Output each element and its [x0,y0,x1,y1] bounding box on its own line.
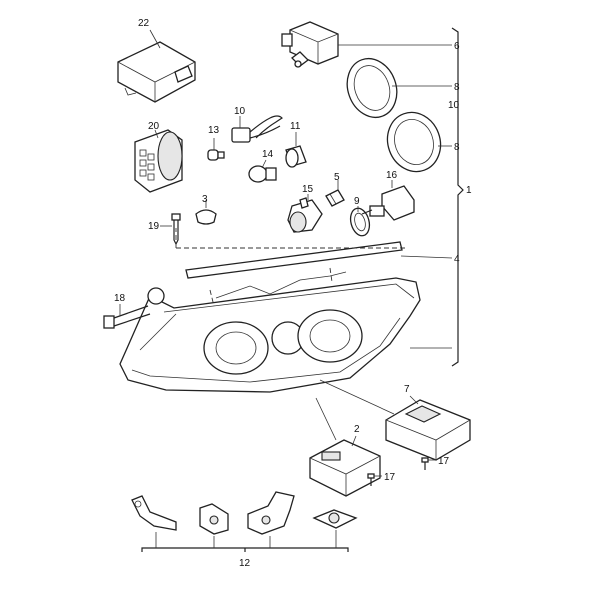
part-14-indicator-bulb [248,159,277,183]
callout-13: 13 [208,125,220,136]
callout-9: 9 [354,196,360,207]
part-12-bracket-d [312,509,358,529]
part-3-cap [195,200,217,225]
callout-3: 3 [202,194,208,205]
callout-15: 15 [302,184,314,195]
part-1-headlight-housing [119,267,452,393]
part-4-seal-strip [175,228,453,279]
part-2-control-unit [309,397,381,497]
part-7-ballast [319,379,471,461]
screw-17-control-unit [367,473,382,486]
part-12-bracket-b [199,503,229,535]
part-20-connector-housing [134,129,183,193]
callout-7: 7 [404,384,410,395]
callout-4: 4 [454,254,460,265]
part-19-screw [160,213,181,246]
callout-20: 20 [148,121,160,132]
callout-10-right: 10 [448,100,460,111]
part-12-bracket-a [131,495,177,531]
part-18-bolt [103,304,151,329]
callout-11: 11 [290,121,301,132]
callout-10: 10 [234,106,246,117]
part-11-bulb [285,132,307,168]
callout-6: 6 [454,41,460,52]
callout-5: 5 [334,172,340,183]
part-8-lower-ring [386,111,452,173]
part-22-control-module [117,29,196,103]
screw-17-ballast [421,457,436,470]
callout-22: 22 [138,18,150,29]
part-6-adjuster-motor [281,21,452,68]
callout-17-ballast: 17 [438,456,450,467]
part-9-retaining-disk [349,206,371,237]
callout-17-control-unit: 17 [384,472,396,483]
callout-8-upper: 8 [454,82,460,93]
callout-18: 18 [114,293,126,304]
callout-1: 1 [466,185,472,196]
group-12-bracket-line [141,530,349,552]
callout-19: 19 [148,221,160,232]
callout-2: 2 [354,424,360,435]
part-10-bulb-socket [231,115,283,143]
callout-12: 12 [239,558,251,569]
part-5-clip [325,180,345,207]
callout-16: 16 [386,170,398,181]
part-12-bracket-c [247,491,295,535]
callout-14: 14 [262,149,274,160]
part-8-upper-ring [346,57,452,119]
part-13-small-bulb [207,138,225,161]
part-16-xenon-bulb [361,180,415,221]
callout-8-lower: 8 [454,142,460,153]
group-1-bracket [451,27,464,367]
part-15-main-bulb [287,194,323,233]
